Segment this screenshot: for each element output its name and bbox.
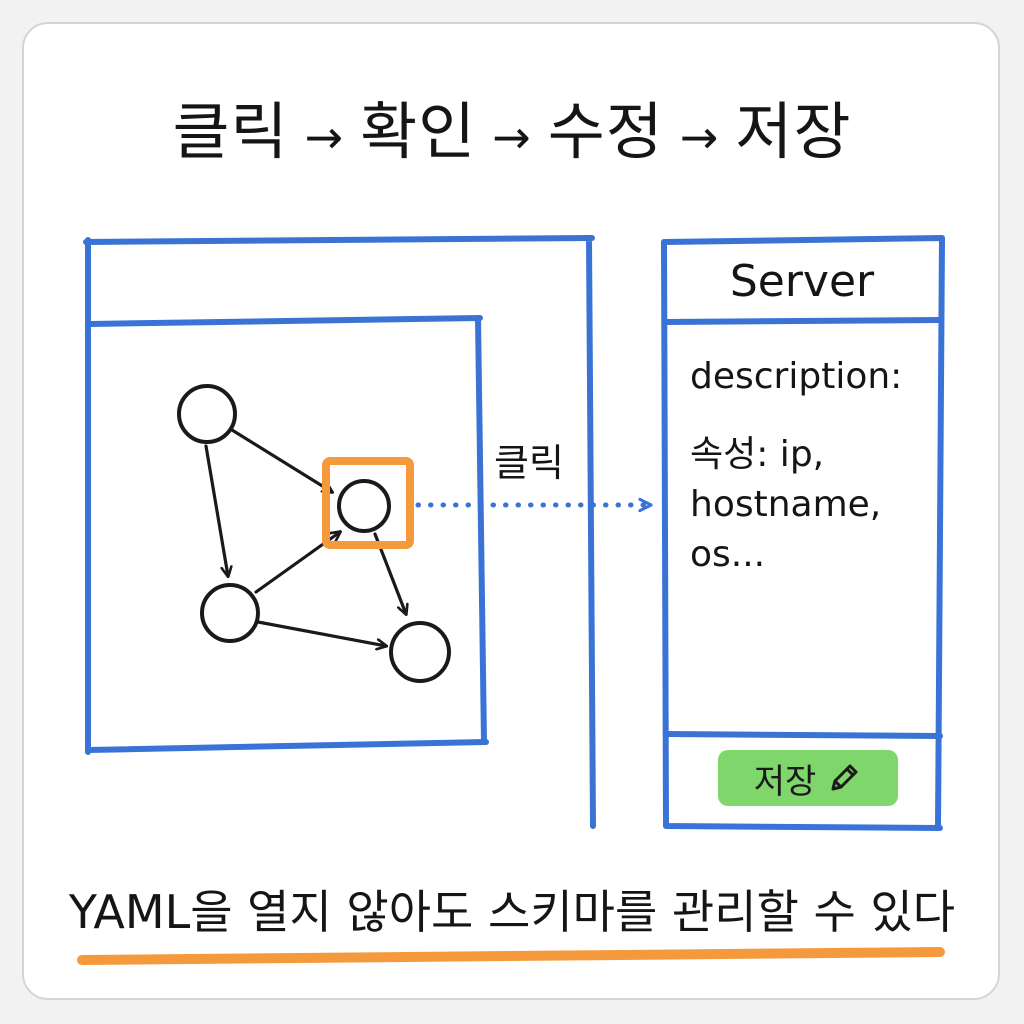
panel-header-divider xyxy=(663,317,943,325)
workflow-title: 클릭 → 확인 → 수정 → 저장 xyxy=(0,92,1024,177)
graph-node-selected[interactable] xyxy=(337,479,391,533)
attributes-line[interactable]: os... xyxy=(690,534,766,575)
arrow-icon: → xyxy=(492,110,532,164)
graph-node[interactable] xyxy=(200,583,260,643)
selection-highlight xyxy=(322,457,414,549)
step-save: 저장 xyxy=(735,95,852,168)
save-button[interactable]: 저장 xyxy=(718,750,898,806)
attributes-line[interactable]: hostname, xyxy=(690,484,882,525)
arrow-icon: → xyxy=(304,110,345,164)
canvas-frame xyxy=(85,315,489,753)
spacer xyxy=(690,402,930,430)
panel-title: Server xyxy=(729,256,875,307)
pencil-icon xyxy=(831,764,858,791)
property-panel-frame xyxy=(661,235,945,831)
graph-node[interactable] xyxy=(177,384,237,444)
property-list: description: 속성: ip, hostname, os... xyxy=(690,352,930,580)
graph-edge xyxy=(230,428,332,492)
description-field[interactable]: description: xyxy=(690,356,903,397)
graph-edge xyxy=(204,444,228,576)
caption-underline xyxy=(77,947,945,965)
graph-node[interactable] xyxy=(389,621,451,683)
step-check: 확인 xyxy=(360,95,477,168)
click-label: 클릭 xyxy=(494,441,564,485)
graph-edge xyxy=(256,620,386,646)
save-button-label: 저장 xyxy=(753,761,817,802)
attributes-line[interactable]: 속성: ip, xyxy=(690,434,825,475)
panel-footer-divider xyxy=(663,731,943,739)
step-edit: 수정 xyxy=(547,95,664,168)
caption: YAML을 열지 않아도 스키마를 관리할 수 있다 xyxy=(68,885,956,939)
illustration-card xyxy=(22,22,1000,1000)
arrow-icon: → xyxy=(679,110,720,164)
step-click: 클릭 xyxy=(172,95,289,168)
